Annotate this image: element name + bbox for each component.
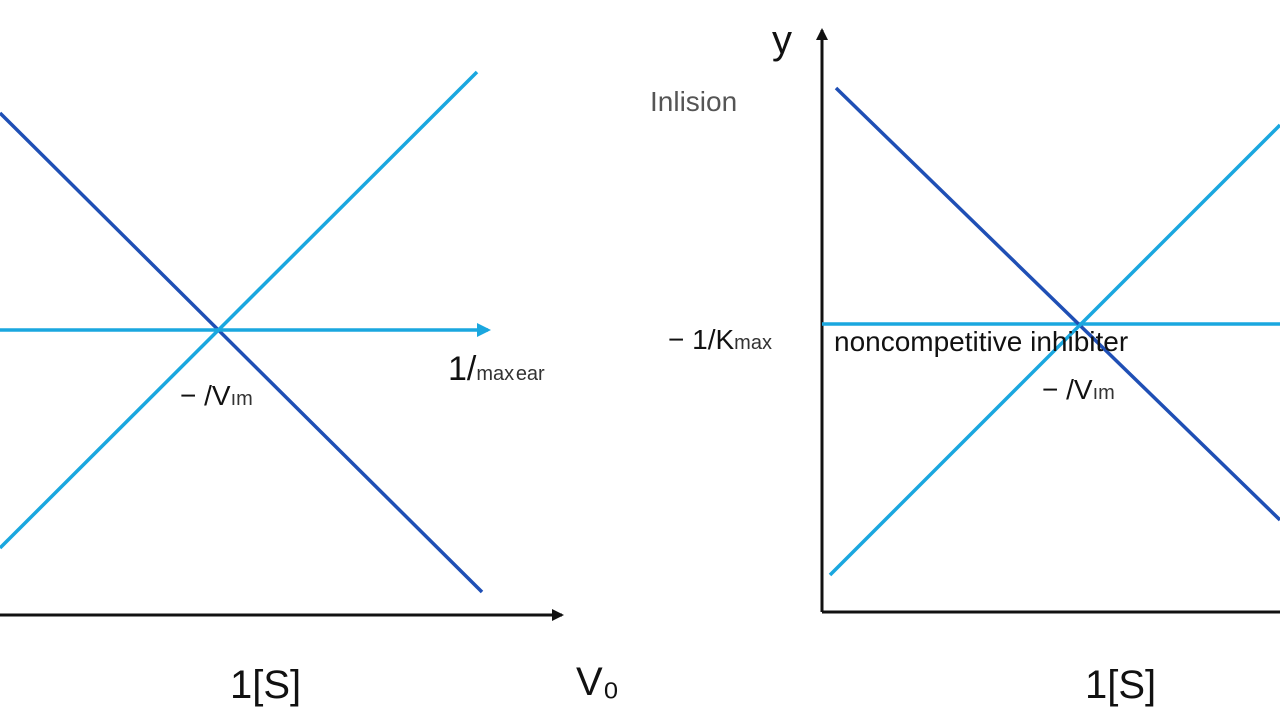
left-dark-descending-line	[0, 111, 484, 594]
right-intercept-label: − /Vım	[1042, 376, 1115, 404]
right-x-axis-label: 1[S]	[1085, 663, 1157, 707]
right-inhibitor-label: noncompetitive inhibiter	[834, 326, 1129, 357]
left-intercept-label: − /Vım	[180, 382, 253, 410]
right-panel	[816, 28, 1280, 614]
right-intercept-label-main: − /V	[1042, 374, 1093, 405]
left-horizontal-arrow-label-main: 1/	[448, 350, 477, 388]
left-horizontal-arrow-label: 1/max ear	[448, 352, 545, 386]
right-intercept-label-sub: ım	[1092, 382, 1115, 404]
left-panel	[0, 70, 564, 621]
right-light-ascending-line	[828, 123, 1280, 577]
right-y-intercept-label-sub: max	[734, 332, 772, 354]
left-light-ascending-line	[0, 70, 479, 550]
left-intercept-label-sub: ım	[230, 388, 253, 410]
right-y-intercept-label: − 1/Kmax	[668, 326, 772, 354]
left-horizontal-arrow-label-sub: max ear	[476, 363, 545, 385]
right-y-axis-label: y	[772, 18, 792, 62]
left-x-axis-label: 1[S]	[230, 663, 302, 707]
right-dark-descending-line	[834, 86, 1280, 522]
middle-v0-label: V₀	[576, 660, 620, 704]
right-y-intercept-label-main: − 1/K	[668, 324, 735, 355]
right-top-label: Inlision	[650, 86, 738, 117]
left-intercept-label-main: − /V	[180, 380, 231, 411]
